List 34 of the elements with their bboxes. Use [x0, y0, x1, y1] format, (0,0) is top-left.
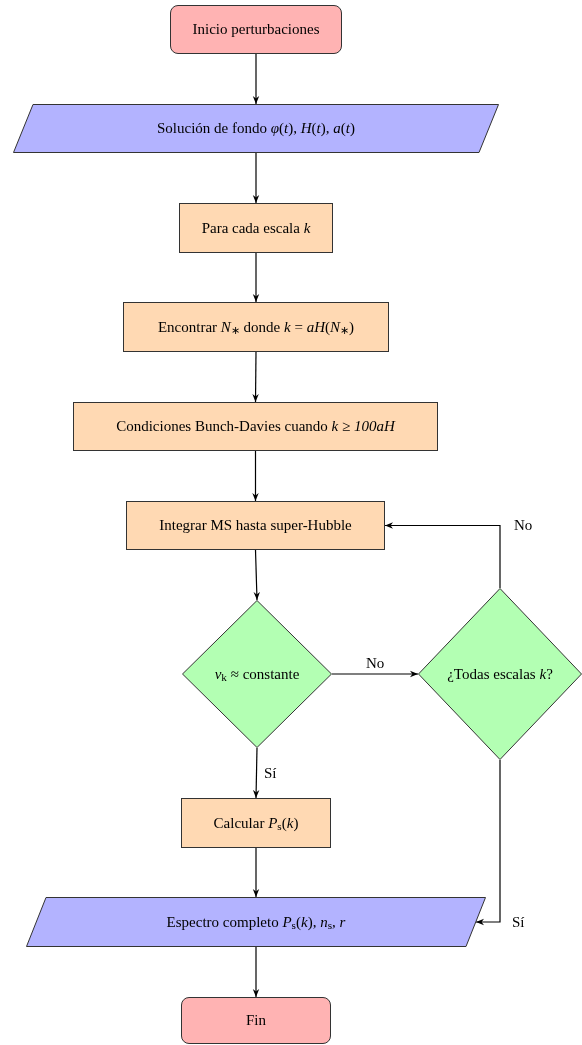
arrow [253, 549, 260, 601]
process-box [179, 203, 333, 253]
arrow [252, 747, 260, 799]
node-text: Condiciones Bunch-Davies cuando k ≥ 100aH [116, 417, 395, 436]
node-text: Fin [246, 1011, 266, 1030]
terminal-box [170, 5, 342, 54]
arrow [252, 53, 260, 105]
node-text: ¿Todas escalas k? [447, 664, 553, 684]
arrow [252, 946, 260, 998]
arrow [252, 450, 259, 502]
arrow [384, 522, 501, 589]
arrow [331, 670, 419, 678]
node-text: Integrar MS hasta super-Hubble [159, 516, 352, 535]
terminal-box [181, 997, 331, 1044]
node-text: Encontrar N$_{∗}$ donde k = aH(N$_{∗}$) [157, 317, 355, 337]
process-box [181, 798, 331, 848]
arrow [252, 351, 259, 403]
node-text: v$_{k}$ ≈ constante [214, 664, 300, 684]
node-text: Calcular P$_{s}$(k) [213, 813, 299, 833]
process-box [126, 501, 385, 550]
data-parallelogram [13, 104, 499, 153]
node-text: Espectro completo P$_{s}$(k), n$_{s}$, r [166, 912, 346, 932]
data-parallelogram [26, 897, 486, 947]
arrow [252, 847, 260, 898]
node-text: Para cada escala k [201, 218, 311, 238]
arrow [252, 152, 260, 204]
node-text: Inicio perturbaciones [192, 20, 320, 39]
arrow [252, 252, 260, 303]
decision-diamond [418, 588, 582, 760]
arrow [475, 759, 501, 926]
process-box [123, 302, 389, 352]
decision-diamond [182, 600, 332, 748]
node-text: Solución de fondo φ(t), H(t), a(t) [157, 119, 355, 138]
process-box [73, 402, 438, 451]
